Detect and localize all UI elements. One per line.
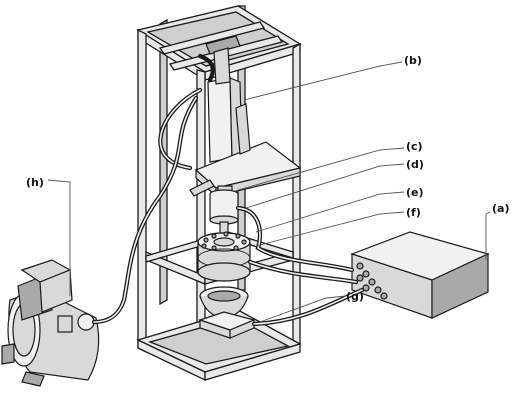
- labels: (a) (b) (c) (d) (e) (f) (g) (h): [26, 54, 509, 303]
- label-g: (g): [346, 290, 364, 303]
- label-a: (a): [492, 202, 509, 215]
- label-e: (e): [406, 186, 424, 199]
- connector-ports: [356, 262, 388, 300]
- brace-plate: [189, 103, 302, 198]
- pressure-cell: [197, 231, 251, 282]
- label-b: (b): [404, 54, 422, 67]
- label-f: (f): [406, 206, 421, 219]
- control-box: [350, 231, 490, 319]
- base-bowl: [198, 286, 256, 339]
- label-h: (h): [26, 176, 44, 189]
- load-cell: [209, 185, 239, 235]
- cables: [91, 53, 365, 327]
- compressor-tank: [1, 259, 100, 387]
- label-d: (d): [406, 158, 424, 171]
- label-c: (c): [406, 140, 423, 153]
- leader-lines: [47, 61, 491, 323]
